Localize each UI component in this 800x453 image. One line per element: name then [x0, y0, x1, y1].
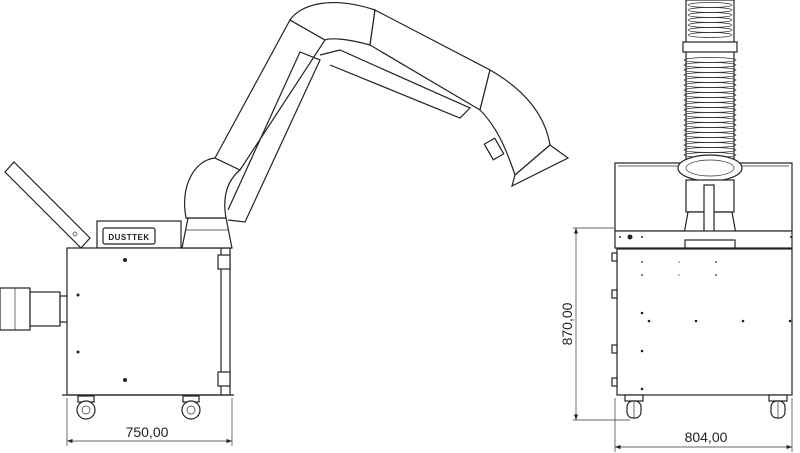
caster-wheel-left — [76, 395, 96, 420]
caster-wheel-front-left — [624, 394, 644, 419]
handle — [4, 161, 91, 249]
caster-wheel-right — [181, 395, 201, 420]
vertical-hose — [682, 0, 738, 161]
dimension-width-front: 804,00 — [614, 398, 793, 452]
side-view: DUSTTEK — [0, 2, 570, 446]
dimension-height-front: 870,00 — [559, 227, 630, 421]
caster-wheel-front-right — [768, 394, 788, 419]
top-housing: DUSTTEK — [96, 220, 182, 249]
dimension-width-side: 750,00 — [66, 398, 233, 446]
front-view: 870,00 804,00 — [559, 0, 793, 452]
dimension-label-804: 804,00 — [685, 429, 728, 445]
brand-logo: DUSTTEK — [108, 233, 149, 242]
bellows-rib — [687, 32, 733, 38]
dimension-label-750: 750,00 — [126, 424, 169, 440]
cabinet-front — [611, 248, 793, 396]
motor — [0, 287, 69, 331]
top-bar — [614, 230, 793, 249]
extraction-arm — [184, 2, 570, 223]
arm-base — [181, 217, 233, 249]
dimension-label-870: 870,00 — [559, 302, 575, 345]
hose-ring — [677, 154, 743, 182]
cabinet-side — [62, 247, 234, 396]
